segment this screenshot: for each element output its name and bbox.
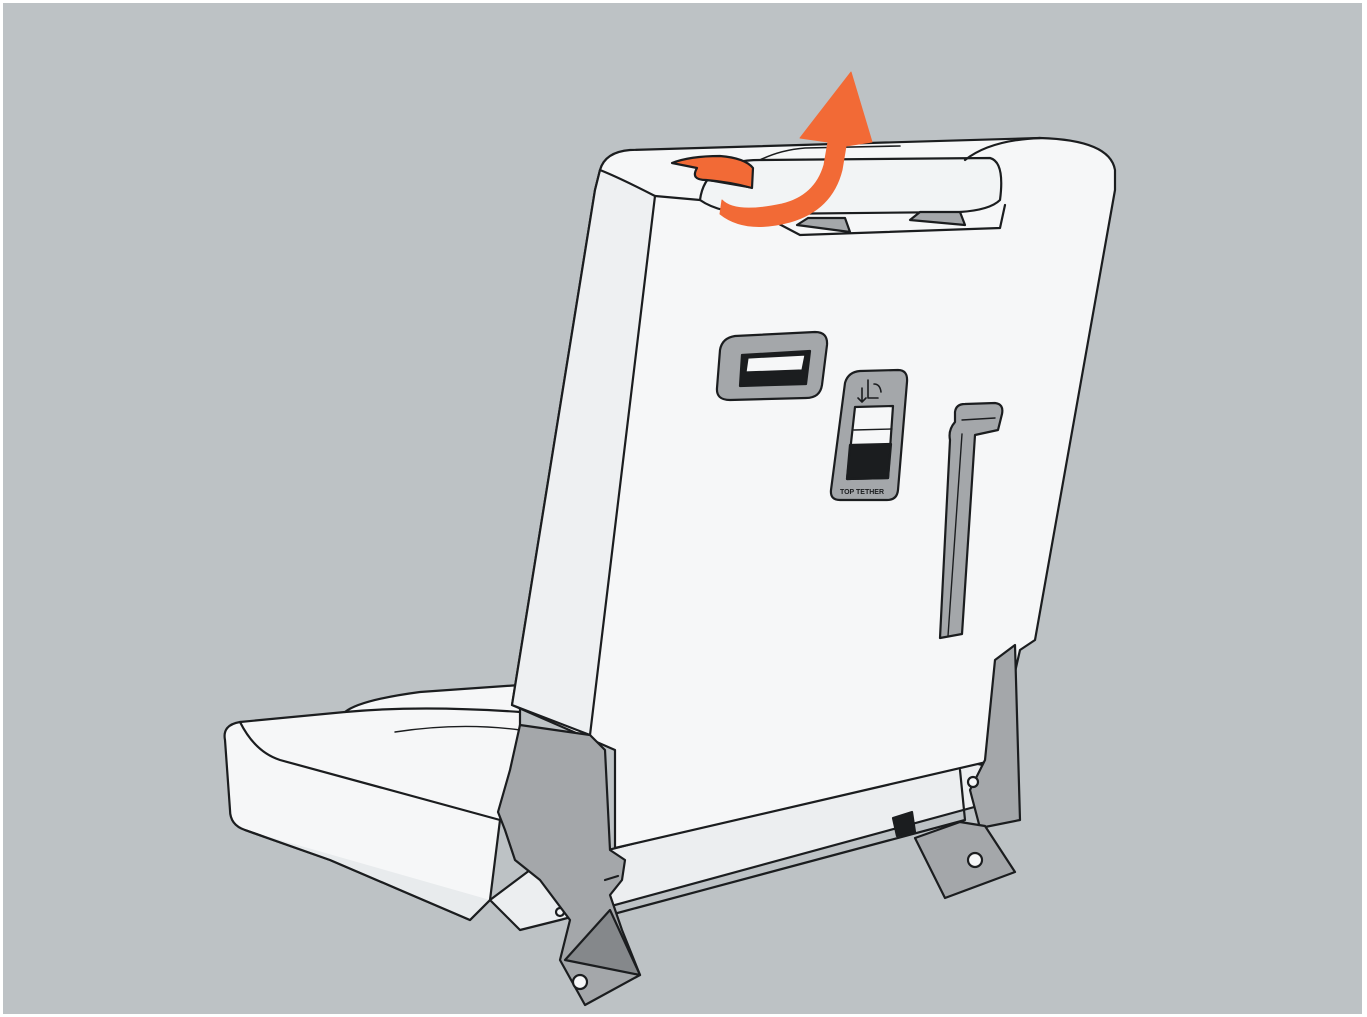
pass-through-handle	[717, 332, 827, 400]
top-tether-label: TOP TETHER	[840, 489, 884, 496]
